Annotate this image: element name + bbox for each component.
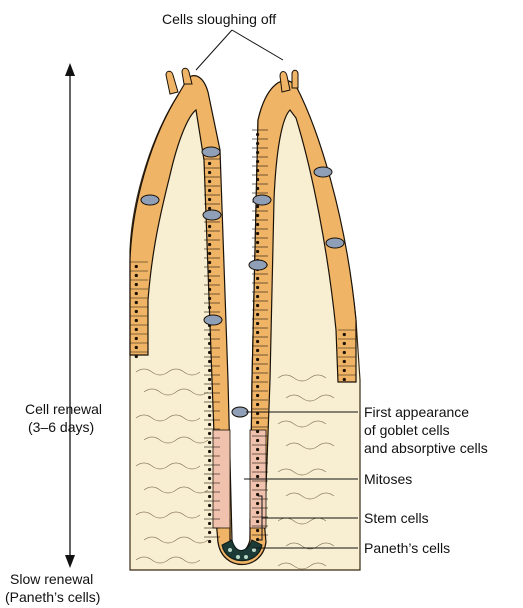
goblet-label-line2: of goblet cells	[364, 421, 450, 439]
mitoses-label: Mitoses	[364, 470, 412, 488]
time-axis-arrow	[65, 63, 75, 568]
cell-renewal-label: Cell renewal	[25, 400, 102, 418]
cell-renewal-duration-label: (3–6 days)	[28, 418, 94, 436]
slow-renewal-paneth-label: (Paneth’s cells)	[5, 588, 100, 606]
paneth-cells-label: Paneth’s cells	[364, 539, 450, 557]
cells-sloughing-label: Cells sloughing off	[162, 10, 276, 28]
slow-renewal-label: Slow renewal	[10, 570, 93, 588]
goblet-label-line3: and absorptive cells	[364, 439, 488, 457]
stem-cells-label: Stem cells	[364, 509, 429, 527]
goblet-label-line1: First appearance	[364, 403, 469, 421]
